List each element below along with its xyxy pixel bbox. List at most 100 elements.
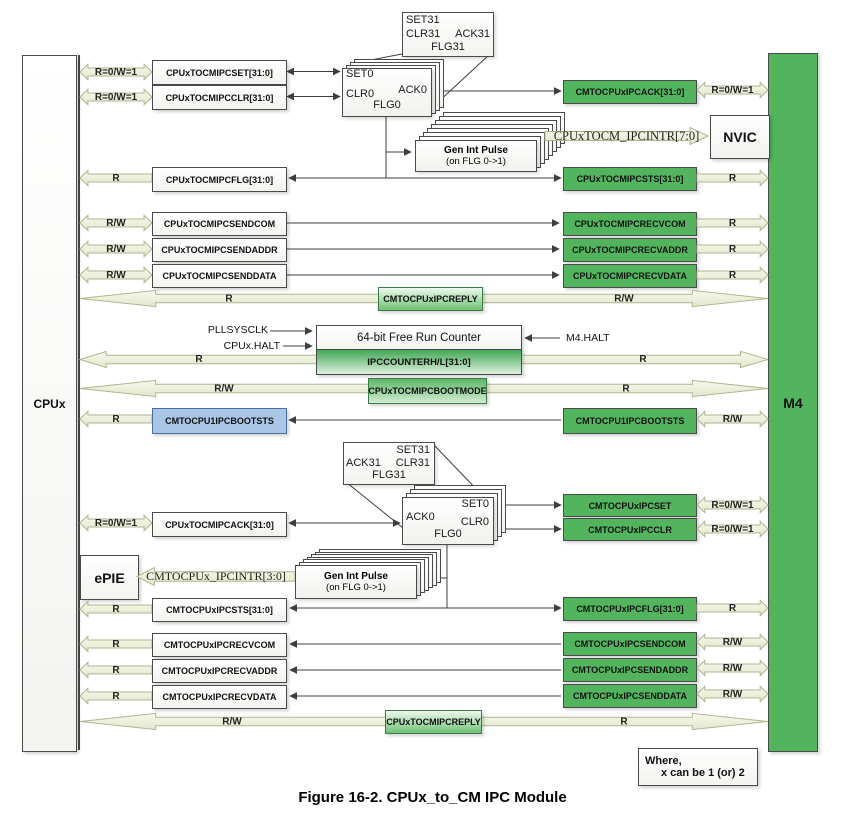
flag31-clr-label: CLR31 xyxy=(406,28,441,40)
arrow-cpu-reply-bus: R/W R xyxy=(80,712,768,731)
cpu-bus-line xyxy=(78,55,80,750)
flag31-set-label-b: SET31 xyxy=(396,444,430,456)
reg-cpuxtocmipcrecvaddr: CPUxTOCMIPCRECVADDR xyxy=(563,238,697,262)
reg-cmtocpuxipcsendaddr: CMTOCPUxIPCSENDADDR xyxy=(563,658,697,682)
flag0-clr-label: CLR0 xyxy=(346,88,375,100)
flag0-flg-label-b: FLG0 xyxy=(434,528,462,540)
reg-cmtocpuxipcrecvaddr: CMTOCPUxIPCRECVADDR xyxy=(152,659,287,683)
arrow-cm-ack-access: R=0/W=1 xyxy=(696,81,769,99)
reg-ipccounter: IPCCOUNTERH/L[31:0] xyxy=(316,349,522,375)
gen-int-pulse-title: Gen Int Pulse xyxy=(444,145,508,156)
where-note-line2: x can be 1 (or) 2 xyxy=(661,767,745,779)
m4-block: M4 xyxy=(768,53,818,752)
reg-cmtocpuxipcset: CMTOCPUxIPCSET xyxy=(563,494,697,517)
flag-callout-bottom: SET31 ACK31 CLR31 FLG31 xyxy=(343,442,435,485)
epie-block-label: ePIE xyxy=(94,569,125,586)
arrow-recvaddr-cpu-access: R xyxy=(79,661,153,679)
reg-cmtocpuxipcrecvdata: CMTOCPUxIPCRECVDATA xyxy=(152,685,287,709)
arrow-counter-m4-access: R xyxy=(516,350,770,369)
gen-int-pulse-title-b: Gen Int Pulse xyxy=(324,571,388,582)
gen-int-pulse-stack-top: Gen Int Pulse (on FLG 0->1) xyxy=(415,112,565,172)
arrow-cm-reply-bus: R R/W xyxy=(80,289,768,308)
m4-block-label: M4 xyxy=(783,394,803,411)
reg-cmtocpuxipcreply: CMTOCPUxIPCREPLY xyxy=(378,287,483,311)
reg-cpuxtocmipcrecvdata: CPUxTOCMIPCRECVDATA xyxy=(563,264,697,288)
arrow-cmtocpux-ipcintr: CMTOCPUx_IPCINTR[3:0] xyxy=(136,566,296,587)
reg-cmtocpu1ipcbootsts-cpu: CMTOCPU1IPCBOOTSTS xyxy=(152,408,287,434)
reg-cmtocpuxipcsendcom: CMTOCPUxIPCSENDCOM xyxy=(563,632,697,656)
cpu-block: CPUx xyxy=(22,55,77,752)
arrow-flg-access: R xyxy=(79,169,153,187)
arrow-cpuxtocm-ipcintr: CPUxTOCM_IPCINTR[7:0] xyxy=(544,126,709,146)
flag-callout-top: SET31 CLR31 ACK31 FLG31 xyxy=(402,12,494,57)
arrow-cm-sts-cpu-access: R xyxy=(79,600,153,618)
reg-cpuxtocmipcsendaddr: CPUxTOCMIPCSENDADDR xyxy=(152,238,287,262)
reg-cmtocpuxipcrecvcom: CMTOCPUxIPCRECVCOM xyxy=(152,633,287,657)
flag0-flg-label: FLG0 xyxy=(373,99,401,111)
arrow-recvdata-cpu-access: R xyxy=(79,687,153,705)
flag31-flg-label: FLG31 xyxy=(431,41,465,53)
reg-cmtocpu1ipcbootsts-cm: CMTOCPU1IPCBOOTSTS xyxy=(563,408,697,434)
flag0-ack-label: ACK0 xyxy=(398,84,427,96)
free-run-counter: 64-bit Free Run Counter xyxy=(316,325,522,351)
arrow-bootsts-cpu-access: R xyxy=(79,410,153,428)
flag31-clr-label-b: CLR31 xyxy=(395,457,430,469)
arrow-clr-access: R=0/W=1 xyxy=(79,88,153,106)
nvic-block: NVIC xyxy=(710,115,770,159)
flag31-ack-label: ACK31 xyxy=(455,28,490,40)
arrow-counter-cpu-access: R xyxy=(78,350,320,369)
reg-cmtocpuxipcsenddata: CMTOCPUxIPCSENDDATA xyxy=(563,684,697,708)
reg-cpuxtocmipcreply: CPUxTOCMIPCREPLY xyxy=(385,710,482,734)
reg-cmtocpuxipcflg: CMTOCPUxIPCFLG[31:0] xyxy=(563,597,697,621)
arrow-bootmode-bus: R/W R xyxy=(80,379,768,398)
gen-int-pulse-subtitle-b: (on FLG 0->1) xyxy=(326,582,386,593)
flag-stack-cm-to-cpu: SET0 ACK0 CLR0 FLG0 xyxy=(402,485,506,545)
arrow-set-access: R=0/W=1 xyxy=(79,63,153,81)
arrow-cm-set-access: R=0/W=1 xyxy=(696,496,769,514)
arrow-sendaddr-access: R/W xyxy=(79,240,153,258)
arrow-cm-flg-access: R xyxy=(696,599,769,617)
flag31-flg-label-b: FLG31 xyxy=(372,469,406,481)
arrow-senddata-access: R/W xyxy=(79,266,153,284)
epie-block: ePIE xyxy=(80,555,139,600)
flag31-set-label: SET31 xyxy=(406,14,440,26)
reg-cpuxtocmipcbootmode: CPUxTOCMIPCBOOTMODE xyxy=(368,378,487,404)
pllsysclk-label: PLLSYSCLK xyxy=(207,324,268,336)
reg-cpuxtocmipcack: CPUxTOCMIPCACK[31:0] xyxy=(152,512,287,537)
arrow-bootsts-m4-access: R/W xyxy=(696,410,769,428)
reg-cmtocpuxipcclr: CMTOCPUxIPCCLR xyxy=(563,518,697,541)
arrow-recvdata-access: R xyxy=(696,266,769,284)
reg-cmtocpuxipcsts: CMTOCPUxIPCSTS[31:0] xyxy=(152,598,287,622)
cpu-block-label: CPUx xyxy=(33,396,66,411)
arrow-sendcom-m4-access: R/W xyxy=(696,633,769,651)
arrow-cpu-ack-access: R=0/W=1 xyxy=(79,514,153,532)
flag0-set-label-b: SET0 xyxy=(461,498,489,510)
arrow-sendaddr-m4-access: R/W xyxy=(696,659,769,677)
figure-caption: Figure 16-2. CPUx_to_CM IPC Module xyxy=(298,789,567,806)
cpux-halt-label: CPUx.HALT xyxy=(223,340,280,352)
reg-cpuxtocmipcrecvcom: CPUxTOCMIPCRECVCOM xyxy=(563,212,697,236)
gen-int-pulse-stack-bottom: Gen Int Pulse (on FLG 0->1) xyxy=(295,549,445,599)
arrow-senddata-m4-access: R/W xyxy=(696,685,769,703)
reg-cpuxtocmipcflg: CPUxTOCMIPCFLG[31:0] xyxy=(152,167,287,192)
flag0-clr-label-b: CLR0 xyxy=(460,516,489,528)
reg-cpuxtocmipcsendcom: CPUxTOCMIPCSENDCOM xyxy=(152,212,287,236)
reg-cmtocpuxipcack: CMTOCPUxIPCACK[31:0] xyxy=(563,80,697,104)
flag31-ack-label-b: ACK31 xyxy=(346,457,381,469)
flag-stack-cpu-to-cm: SET0 CLR0 ACK0 FLG0 xyxy=(342,59,444,117)
flag0-ack-label-b: ACK0 xyxy=(406,511,435,523)
nvic-block-label: NVIC xyxy=(723,129,757,145)
arrow-cm-clr-access: R=0/W=1 xyxy=(696,520,769,538)
arrow-recvcom-cpu-access: R xyxy=(79,635,153,653)
where-note: Where, x can be 1 (or) 2 xyxy=(638,748,758,786)
arrow-recvaddr-access: R xyxy=(696,240,769,258)
arrow-recvcom-access: R xyxy=(696,214,769,232)
reg-cpuxtocmipcsenddata: CPUxTOCMIPCSENDDATA xyxy=(152,264,287,288)
reg-cpuxtocmipcsts: CPUxTOCMIPCSTS[31:0] xyxy=(563,167,697,191)
where-note-line1: Where, xyxy=(645,755,682,767)
arrow-sendcom-access: R/W xyxy=(79,214,153,232)
m4-halt-label: M4.HALT xyxy=(566,332,610,344)
arrow-cm-sts-access: R xyxy=(696,169,769,187)
reg-cpuxtocmipcset: CPUxTOCMIPCSET[31:0] xyxy=(152,60,287,85)
